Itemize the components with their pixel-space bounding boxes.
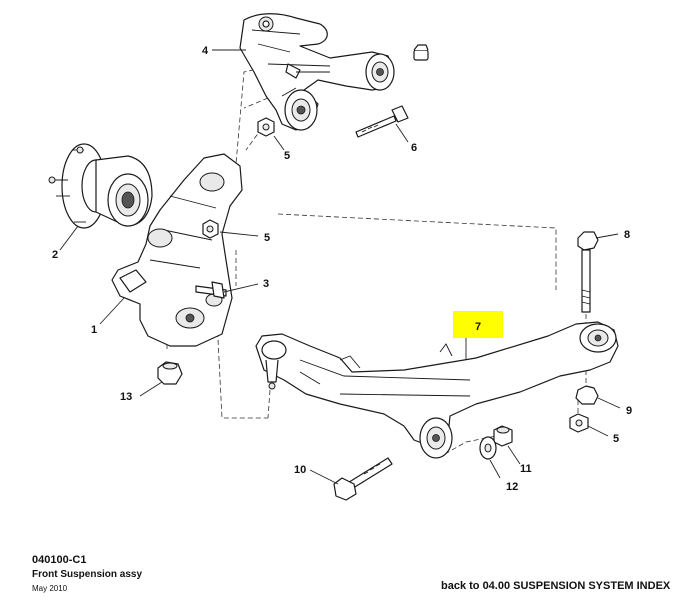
callout-5-bushing[interactable]: 5 xyxy=(613,433,619,445)
upper-control-arm xyxy=(239,13,395,131)
callout-7[interactable]: 7 xyxy=(475,321,481,333)
bushing-nut-9 xyxy=(575,385,599,405)
diagram-date: May 2010 xyxy=(32,584,68,593)
callout-9[interactable]: 9 xyxy=(626,405,632,417)
callout-5-upper[interactable]: 5 xyxy=(284,150,290,162)
steering-knuckle xyxy=(111,153,243,347)
callout-6[interactable]: 6 xyxy=(411,142,417,154)
callout-2[interactable]: 2 xyxy=(52,249,58,261)
callout-leader-lines xyxy=(59,49,621,485)
callout-12[interactable]: 12 xyxy=(506,481,518,493)
upper-nut-5 xyxy=(257,117,275,137)
callout-8[interactable]: 8 xyxy=(624,229,630,241)
back-to-suspension-index-link[interactable]: back to 04.00 SUSPENSION SYSTEM INDEX xyxy=(441,580,671,592)
bushing-washer-nut-5 xyxy=(569,413,589,433)
knuckle-bolt-3 xyxy=(195,281,227,299)
diagram-code: 040100-C1 xyxy=(32,554,87,566)
knuckle-nut-5 xyxy=(202,219,219,239)
lower-bolt-10 xyxy=(333,457,393,501)
callout-4[interactable]: 4 xyxy=(202,45,209,57)
lower-nut-11 xyxy=(493,425,513,447)
callout-1[interactable]: 1 xyxy=(91,324,97,336)
callout-5-knuckle[interactable]: 5 xyxy=(264,232,270,244)
wheel-hub-bearing xyxy=(48,143,153,229)
callout-10[interactable]: 10 xyxy=(294,464,306,476)
callout-7-highlight xyxy=(453,311,503,338)
callout-numbers: 4 5 6 2 5 3 1 7 8 9 5 13 10 11 12 xyxy=(52,45,632,493)
upper-arm-nut xyxy=(413,44,429,61)
lower-control-arm xyxy=(255,321,619,459)
stud-bolt-8 xyxy=(577,231,599,313)
callout-11[interactable]: 11 xyxy=(520,463,532,475)
lower-washer-12 xyxy=(479,436,497,460)
diagram-title: Front Suspension assy xyxy=(32,569,143,580)
ball-joint-nut-13 xyxy=(157,361,183,385)
callout-13[interactable]: 13 xyxy=(120,391,132,403)
callout-3[interactable]: 3 xyxy=(263,278,269,290)
upper-bolt-6 xyxy=(355,105,409,138)
